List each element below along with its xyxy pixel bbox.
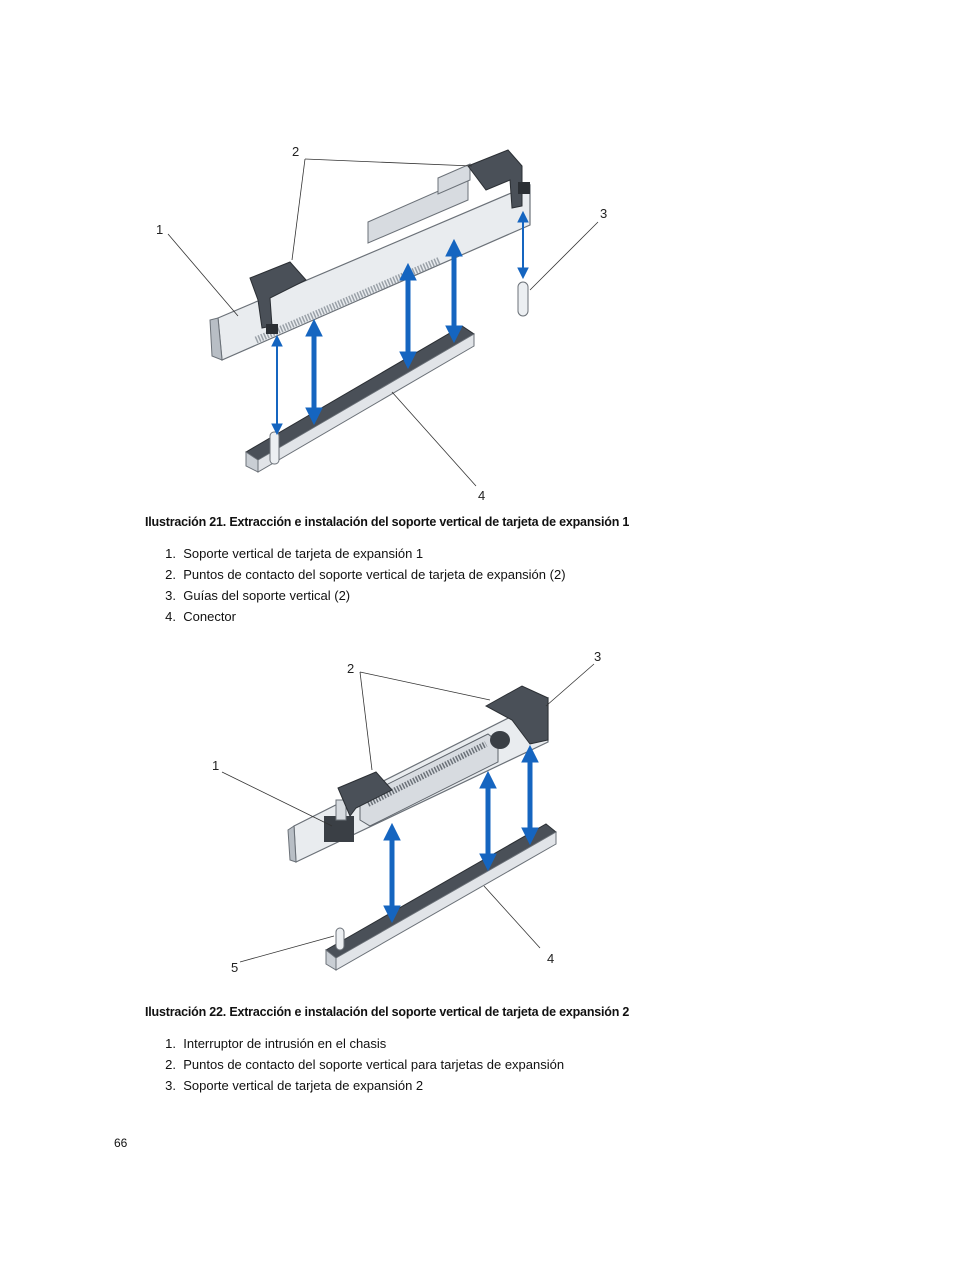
- latch-right: [484, 685, 549, 745]
- figure-21-caption: Ilustración 21. Extracción e instalación…: [145, 515, 630, 529]
- list-item: 2. Puntos de contacto del soporte vertic…: [165, 567, 566, 582]
- callout-4: 4: [478, 488, 485, 503]
- figure-21-legend: 1. Soporte vertical de tarjeta de expans…: [145, 543, 566, 627]
- guide-pin-right: [517, 281, 529, 317]
- page-number: 66: [114, 1136, 128, 1150]
- figure-21-illustration: 1 2 3 4: [156, 144, 607, 503]
- callout-3: 3: [600, 206, 607, 221]
- list-item: 3. Guías del soporte vertical (2): [165, 588, 351, 603]
- callout-4: 4: [547, 951, 554, 966]
- connector-slot: [245, 325, 475, 473]
- figure-22-illustration: 1 2 3 4 5: [212, 649, 601, 975]
- list-item: 4. Conector: [165, 609, 236, 624]
- list-item: 3. Soporte vertical de tarjeta de expans…: [165, 1078, 424, 1093]
- list-item: 1. Interruptor de intrusión en el chasis: [165, 1036, 387, 1051]
- callout-3: 3: [594, 649, 601, 664]
- latch-right: [467, 149, 530, 209]
- callout-1: 1: [156, 222, 163, 237]
- list-item: 2. Puntos de contacto del soporte vertic…: [165, 1057, 565, 1072]
- callout-1: 1: [212, 758, 219, 773]
- connector-slot: [325, 823, 557, 971]
- riser-card-2: [287, 697, 549, 863]
- latch-left: [249, 261, 307, 334]
- callout-2: 2: [292, 144, 299, 159]
- list-item: 1. Soporte vertical de tarjeta de expans…: [165, 546, 424, 561]
- riser-card-1: [209, 163, 531, 361]
- installation-arrows: [383, 744, 539, 924]
- intrusion-switch: [324, 799, 354, 842]
- figure-22-caption: Ilustración 22. Extracción e instalación…: [145, 1005, 630, 1019]
- callout-5: 5: [231, 960, 238, 975]
- callout-2: 2: [347, 661, 354, 676]
- latch-left: [337, 771, 393, 817]
- installation-arrows: [271, 210, 529, 436]
- figure-22-legend: 1. Interruptor de intrusión en el chasis…: [145, 1033, 564, 1096]
